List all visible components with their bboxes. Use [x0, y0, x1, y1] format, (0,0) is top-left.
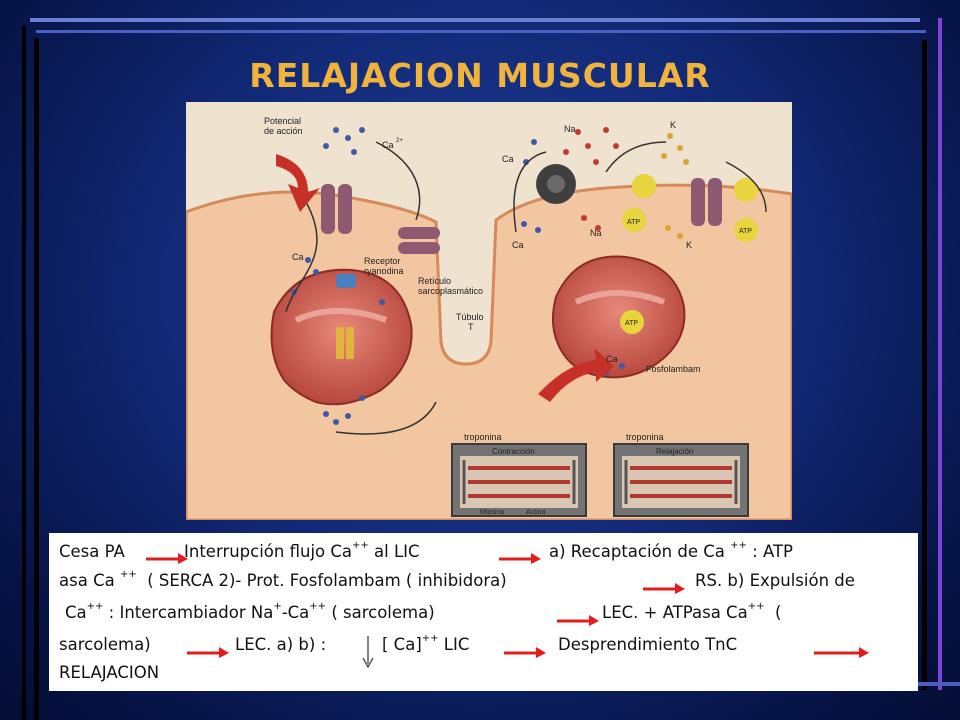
right-arrow-icon	[643, 583, 685, 594]
frame-line-bottom	[912, 682, 960, 686]
label-atp-2: ATP	[739, 228, 752, 235]
label-potencial-2: de acción	[264, 126, 303, 136]
text-ca-lic: [ Ca]++ LIC	[382, 633, 470, 654]
frame-line-right-outer	[938, 18, 942, 690]
label-receptor-1: Receptor	[364, 256, 401, 266]
label-relajacion: Relajación	[656, 447, 693, 456]
label-miosina: Miosina	[480, 509, 504, 516]
label-contraccion: Contracción	[492, 447, 535, 456]
text-recaptacion: a) Recaptación de Ca ++ : ATP	[549, 540, 793, 561]
label-troponina-right: troponina	[626, 432, 664, 442]
text-interrupcion: Interrupción flujo Ca++ al LIC	[184, 540, 420, 561]
label-k-top: K	[670, 120, 676, 130]
frame-line-top-inner	[36, 30, 926, 33]
label-na-bottom: Na	[590, 228, 602, 238]
text-asa-ca: asa Ca ++ ( SERCA 2)- Prot. Fosfolambam …	[59, 569, 507, 590]
label-ca-right-top: Ca	[502, 154, 514, 164]
label-ca-serca: Ca	[606, 354, 618, 364]
text-cesa-pa: Cesa PA	[59, 542, 125, 561]
label-reticulo-1: Retículo	[418, 276, 451, 286]
label-tubulo-2: T	[468, 322, 474, 332]
text-lec-atpasa: LEC. + ATPasa Ca++ (	[602, 601, 782, 622]
right-arrow-icon	[814, 647, 869, 658]
frame-line-left-outer	[22, 26, 26, 720]
muscle-relaxation-figure: Potencial de acción Ca 2+ Ca Receptor ry…	[186, 102, 792, 520]
label-na-top: Na	[564, 124, 576, 134]
slide-title: RELAJACION MUSCULAR	[249, 56, 711, 95]
label-potencial-1: Potencial	[264, 116, 301, 126]
down-arrow-icon	[362, 636, 374, 668]
text-sarcolema: sarcolema)	[59, 635, 151, 654]
explanation-textbox: Cesa PA Interrupción flujo Ca++ al LIC a…	[49, 533, 918, 691]
text-relajacion: RELAJACION	[59, 663, 160, 682]
label-ca-top: Ca	[382, 140, 394, 150]
frame-line-top-outer	[30, 18, 920, 22]
label-fosfolambam: Fosfolambam	[646, 364, 701, 374]
label-actina: Actina	[526, 509, 546, 516]
label-reticulo-2: sarcoplasmático	[418, 286, 483, 296]
label-troponina-left: troponina	[464, 432, 502, 442]
label-k-bottom: K	[686, 240, 692, 250]
label-tubulo-1: Túbulo	[456, 312, 484, 322]
label-ca-top-sup: 2+	[396, 138, 403, 144]
right-arrow-icon	[187, 647, 229, 658]
text-desprendimiento: Desprendimiento TnC	[558, 635, 738, 654]
text-rs-expulsion: RS. b) Expulsión de	[695, 571, 855, 590]
frame-line-left-inner	[34, 38, 39, 720]
right-arrow-icon	[499, 553, 541, 564]
frame-line-right-inner	[922, 40, 927, 690]
right-arrow-icon	[504, 647, 546, 658]
label-ca-right-mid: Ca	[512, 240, 524, 250]
label-ca-left: Ca	[292, 252, 304, 262]
figure-illustration: Potencial de acción Ca 2+ Ca Receptor ry…	[186, 102, 792, 520]
right-arrow-icon	[146, 553, 188, 564]
right-arrow-icon	[557, 615, 599, 626]
text-lec-ab: LEC. a) b) :	[235, 635, 327, 654]
label-receptor-2: ryanodina	[364, 266, 404, 276]
text-intercambiador: Ca++ : Intercambiador Na+-Ca++ ( sarcole…	[65, 601, 435, 622]
label-atp-1: ATP	[627, 219, 640, 226]
label-atp-3: ATP	[625, 320, 638, 327]
